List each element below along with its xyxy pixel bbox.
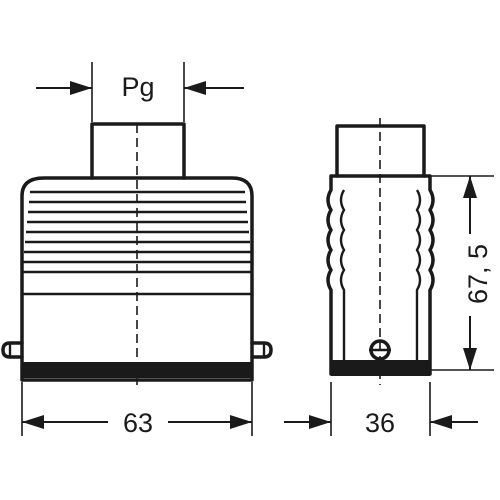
front-view [1, 122, 273, 385]
cable-entry-spigot [90, 122, 186, 180]
depth-dimension: 36 [284, 382, 478, 438]
side-view [326, 118, 435, 385]
depth-label: 36 [365, 408, 395, 438]
height-label: 67, 5 [463, 244, 493, 304]
width-label: 63 [123, 408, 153, 438]
locking-pin-left [1, 341, 24, 359]
side-seal-band [331, 360, 430, 376]
hood-body-outline [20, 176, 254, 382]
height-dimension: 67, 5 [430, 175, 494, 371]
thread-dimension: Pg [36, 62, 244, 122]
thread-label: Pg [121, 72, 154, 102]
locking-pin-right [250, 341, 273, 359]
width-dimension: 63 [21, 382, 253, 438]
